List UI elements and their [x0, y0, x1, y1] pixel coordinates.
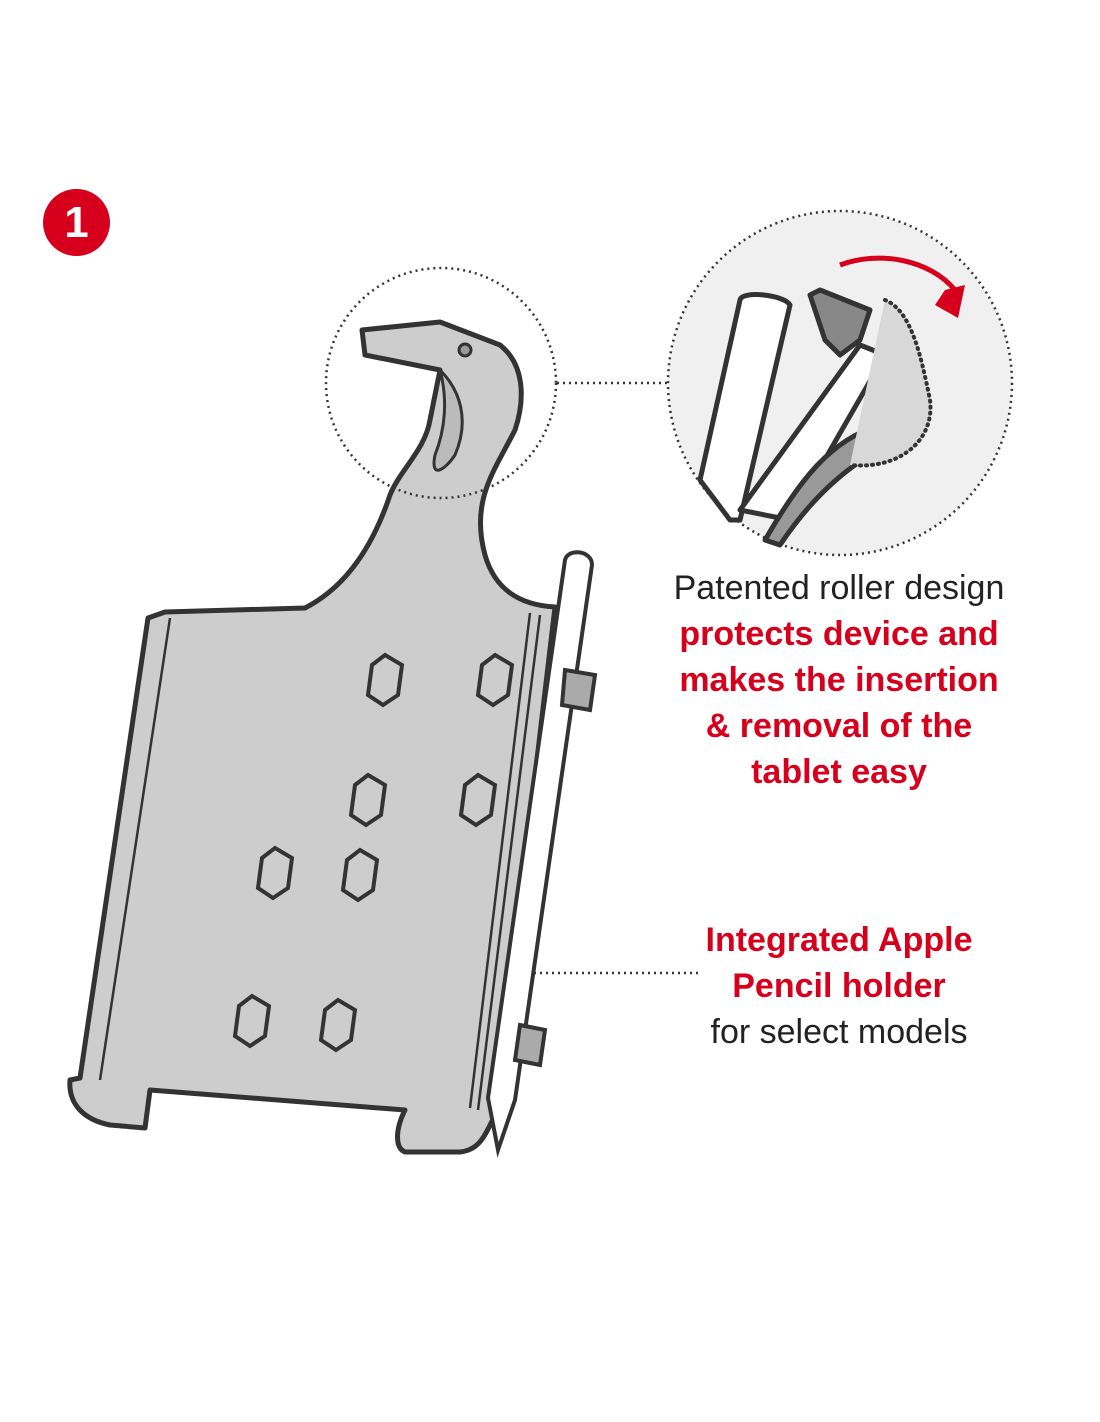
rotation-arrow-icon: [839, 255, 957, 292]
arrow-head-icon: [935, 285, 965, 318]
pencil-line: Integrated Apple: [705, 921, 973, 959]
step-number: 1: [64, 197, 89, 247]
mounting-holes: [232, 652, 515, 1053]
roller-line: tablet easy: [751, 753, 927, 791]
step-number-badge: 1: [43, 189, 110, 256]
roller-line: & removal of the: [705, 707, 973, 745]
apple-pencil: [485, 550, 598, 1158]
roller-line: makes the insertion: [679, 661, 999, 699]
roller-callout: Patented roller design protects device a…: [640, 565, 1038, 795]
holder-body: [67, 319, 558, 1155]
pencil-note: for select models: [710, 1013, 968, 1051]
pencil-callout: Integrated Apple Pencil holder for selec…: [640, 917, 1038, 1055]
roller-detail-inset: [324, 209, 1014, 557]
roller-highlight-circle: [324, 266, 558, 500]
roller-intro: Patented roller design: [673, 569, 1005, 607]
pencil-line: Pencil holder: [732, 967, 946, 1005]
roller-line: protects device and: [679, 615, 999, 653]
